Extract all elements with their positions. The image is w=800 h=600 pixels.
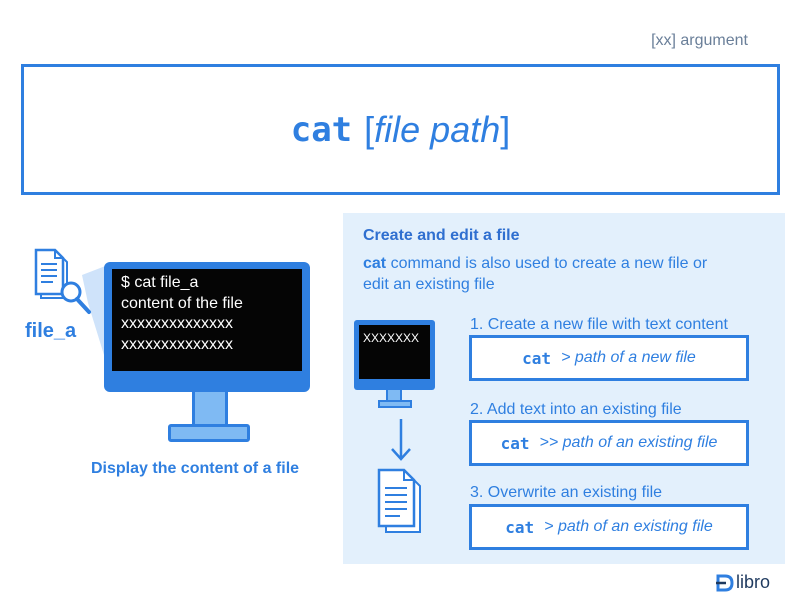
terminal-line: content of the file [121, 294, 243, 312]
monitor-stand-neck [192, 392, 228, 424]
step-3-label: 3. Overwrite an existing file [470, 484, 663, 501]
step-3-command: cat [505, 517, 535, 537]
file-search-icon [34, 248, 91, 314]
monitor-stand-base [168, 424, 250, 442]
command-argument: file path [374, 108, 501, 150]
step-1-command: cat [522, 348, 552, 368]
step-2-command: cat [500, 433, 530, 453]
bracket-close: ] [500, 108, 511, 150]
panel-description: cat command is also used to create a new… [363, 253, 723, 295]
step-3-operator-arg: > path of an existing file [544, 518, 713, 535]
terminal-screen: $ cat file_a content of the file xxxxxxx… [112, 269, 302, 371]
panel-title: Create and edit a file [363, 227, 520, 244]
mini-monitor-base [378, 400, 412, 408]
bracket-open: [ [364, 108, 375, 150]
argument-legend: [xx] argument [651, 32, 748, 49]
step-2-operator-arg: >> path of an existing file [539, 434, 718, 451]
step-2-command-box: cat >> path of an existing file [469, 420, 749, 466]
document-icon [377, 468, 421, 533]
step-2-label: 2. Add text into an existing file [470, 401, 682, 418]
step-3-command-box: cat > path of an existing file [469, 504, 749, 550]
mini-monitor: XXXXXXX [354, 320, 435, 390]
dlibro-logo-icon [715, 574, 734, 591]
mini-monitor-neck [386, 390, 402, 400]
file-label: file_a [25, 320, 77, 342]
step-1-operator-arg: > path of a new file [561, 349, 696, 366]
view-cone [82, 265, 108, 368]
terminal-line: xxxxxxxxxxxxxx [121, 315, 233, 332]
panel-desc-command: cat [363, 255, 387, 272]
step-1-command-box: cat > path of a new file [469, 335, 749, 381]
monitor: $ cat file_a content of the file xxxxxxx… [104, 262, 310, 392]
command-syntax-box: cat [ file path ] [21, 64, 780, 195]
display-caption: Display the content of a file [91, 460, 300, 477]
arrow-down-icon [391, 419, 411, 461]
step-1-label: 1. Create a new file with text content [470, 316, 728, 333]
create-edit-panel: Create and edit a file cat command is al… [343, 213, 785, 564]
dlibro-logo-text: libro [735, 572, 770, 592]
mini-screen: XXXXXXX [359, 325, 430, 379]
terminal-line: $ cat file_a [121, 274, 199, 291]
terminal-line: xxxxxxxxxxxxxx [121, 335, 233, 353]
dlibro-logo: libro [715, 572, 770, 593]
command-name: cat [290, 109, 353, 150]
panel-desc-text: command is also used to create a new fil… [363, 255, 708, 293]
